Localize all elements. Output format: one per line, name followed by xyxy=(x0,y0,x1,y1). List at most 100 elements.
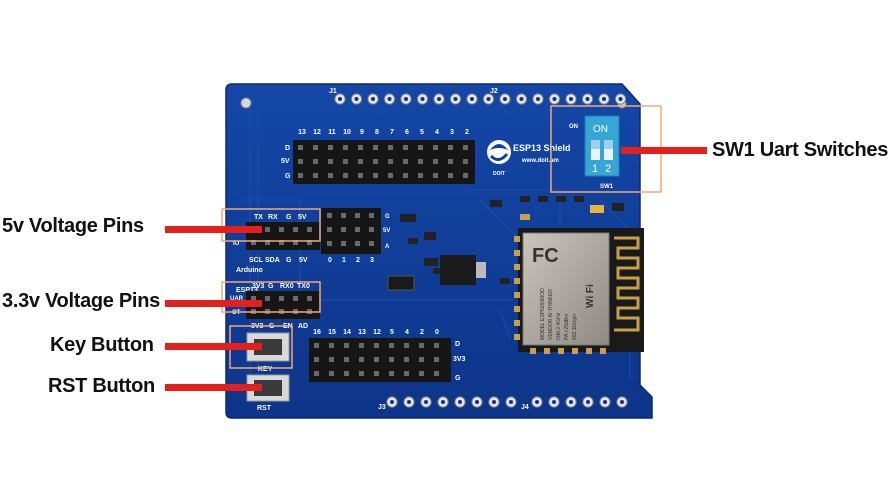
header-number: 12 xyxy=(313,129,321,136)
row-d-label: D xyxy=(285,145,290,152)
module-vendor-label: VENDOR AI-THINKER xyxy=(548,289,554,340)
switch-sw1-label: SW1 xyxy=(600,184,614,190)
header-number: 9 xyxy=(360,129,364,136)
website-label: www.doit.am xyxy=(521,158,559,164)
switch-1-label: 1 xyxy=(592,163,598,175)
header-number: 4 xyxy=(405,329,409,336)
header-number: 8 xyxy=(375,129,379,136)
header-number: 10 xyxy=(343,129,351,136)
logo-text: DOIT xyxy=(493,171,505,177)
callout-line-rst xyxy=(165,384,262,391)
callout-rst-label: RST Button xyxy=(48,375,155,397)
esp13-label: ESP13 xyxy=(236,287,258,294)
module-fc-label: FC xyxy=(532,245,559,267)
header-number: 15 xyxy=(328,329,336,336)
p33-tx-label: TX0 xyxy=(297,283,310,290)
module-model-label: MODEL ESP8266MOD xyxy=(540,288,546,340)
i2c-g-label: G xyxy=(286,257,292,264)
analog-5v-label: 5V xyxy=(383,228,390,234)
p33-3v3-label: 3V3 xyxy=(252,283,265,290)
analog-g-label: G xyxy=(385,214,390,220)
header-number: 6 xyxy=(405,129,409,136)
i2c-scl-label: SCL xyxy=(249,257,264,264)
top-header-pads xyxy=(334,93,627,105)
callout-line-key xyxy=(165,343,262,350)
bot-d-label: D xyxy=(455,341,460,348)
header-number: 3 xyxy=(450,129,454,136)
highlight-box-5v xyxy=(221,208,321,242)
module-proto-label: 802.11b/g/n xyxy=(572,314,578,340)
regulator-tab xyxy=(476,262,486,278)
analog-header-pins xyxy=(327,213,374,246)
header-number: 16 xyxy=(313,329,321,336)
j3-label: J3 xyxy=(378,404,386,411)
uart-5v-label: 5V xyxy=(298,214,307,221)
rst-label: RST xyxy=(257,405,272,412)
callout-sw1-label: SW1 Uart Switches xyxy=(712,139,889,161)
dip-switch-lever-1 xyxy=(591,140,600,160)
analog-number: 0 xyxy=(328,257,332,264)
uart-side-label: IO xyxy=(233,241,240,247)
shield-name: ESP13 Shield xyxy=(513,143,571,153)
row-g-label: G xyxy=(285,173,291,180)
header-number: 5 xyxy=(390,329,394,336)
i2c-5v-label: 5V xyxy=(299,257,308,264)
p33-g-label: G xyxy=(268,283,274,290)
j1-label: J1 xyxy=(329,88,337,95)
pcb-antenna xyxy=(614,236,640,332)
doit-logo: DOIT xyxy=(487,140,511,177)
p33-side2-label: OT xyxy=(232,310,241,316)
p33-side1-label: UAR xyxy=(230,296,244,302)
bottom-header-pins xyxy=(314,343,439,376)
callout-line-sw1 xyxy=(621,147,707,154)
bottom-ad-label: AD xyxy=(298,323,308,330)
header-number: 2 xyxy=(420,329,424,336)
callout-3v3-label: 3.3v Voltage Pins xyxy=(2,290,160,312)
key-label: KEY xyxy=(258,366,273,373)
p33-rx-label: RX0 xyxy=(280,283,294,290)
switch-2-label: 2 xyxy=(605,163,611,175)
switch-on-side-label: ON xyxy=(569,124,578,130)
bot-3v3-label: 3V3 xyxy=(453,356,466,363)
header-number: 13 xyxy=(298,129,306,136)
dip-switch-lever-2 xyxy=(604,140,613,160)
analog-number: 3 xyxy=(370,257,374,264)
module-castellated-pins xyxy=(514,236,606,354)
header-number: 2 xyxy=(465,129,469,136)
dip-switch-sw1 xyxy=(584,115,620,177)
callout-line-3v3 xyxy=(165,300,262,307)
esp8266-module: FC Wi Fi MODEL ESP8266MOD VENDOR AI-THIN… xyxy=(518,228,644,352)
top-header-pins xyxy=(298,145,468,178)
callout-5v-label: 5v Voltage Pins xyxy=(2,215,144,237)
header-number: 5 xyxy=(420,129,424,136)
header-number: 13 xyxy=(358,329,366,336)
bot-g-label: G xyxy=(455,375,461,382)
module-ism-label: ISM 2.4GHz xyxy=(556,312,562,340)
header-number: 14 xyxy=(343,329,351,336)
module-pa-label: PA +25dBm xyxy=(564,314,570,340)
header-number: 11 xyxy=(328,129,336,136)
i2c-sda-label: SDA xyxy=(265,257,280,264)
module-wifi-label: Wi Fi xyxy=(585,284,596,308)
bottom-header-pads xyxy=(386,396,628,408)
header-number: 4 xyxy=(435,129,439,136)
voltage-regulator xyxy=(440,255,476,285)
callout-line-5v xyxy=(165,226,262,233)
row-5v-label: 5V xyxy=(281,158,290,165)
analog-a-label: A xyxy=(385,244,390,250)
analog-number: 1 xyxy=(342,257,346,264)
uart-tx-label: TX xyxy=(254,214,263,221)
uart-rx-label: RX xyxy=(268,214,278,221)
uart-g-label: G xyxy=(286,214,292,221)
smd-components xyxy=(400,196,624,284)
j2-label: J2 xyxy=(490,88,498,95)
top-main-header xyxy=(293,140,475,184)
power-chip xyxy=(387,275,415,291)
switch-on-label: ON xyxy=(593,124,608,135)
callout-key-label: Key Button xyxy=(50,334,154,356)
header-number: 12 xyxy=(373,329,381,336)
